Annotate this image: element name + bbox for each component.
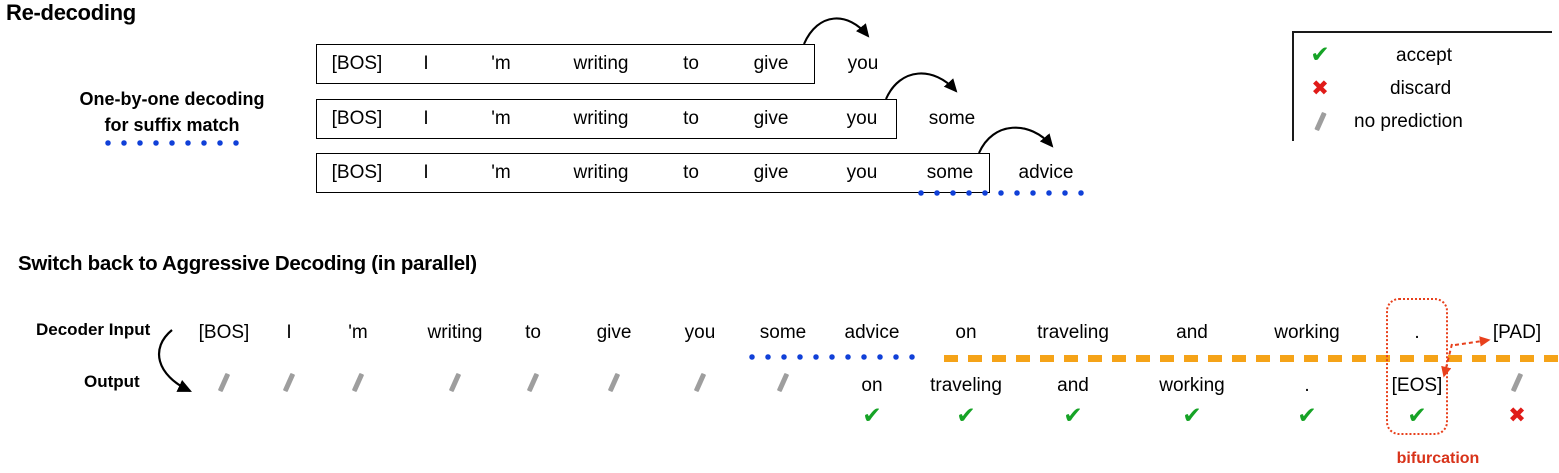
decoder-input-token: [BOS] xyxy=(198,322,250,343)
row-label-output: Output xyxy=(84,372,140,391)
caption-line-1: One-by-one decoding xyxy=(79,89,265,109)
cross-icon: ✖ xyxy=(1311,76,1329,100)
legend-label: accept xyxy=(1396,44,1452,66)
decoder-input-token: you xyxy=(684,322,716,343)
decoder-input-token: working xyxy=(1274,322,1340,343)
cross-icon: ✖ xyxy=(1508,403,1526,427)
decoder-input-token: advice xyxy=(844,322,900,343)
output-no-prediction xyxy=(693,372,707,400)
decoder-input-token: traveling xyxy=(1037,322,1109,343)
token: I xyxy=(423,53,429,74)
curved-arrow-input-to-output xyxy=(157,329,192,392)
output-no-prediction xyxy=(448,372,462,400)
section-title-switch-back: Switch back to Aggressive Decoding (in p… xyxy=(18,252,477,275)
token: [BOS] xyxy=(331,108,383,129)
sequence-box xyxy=(316,99,897,139)
token: give xyxy=(753,162,789,183)
token: writing xyxy=(573,53,629,74)
check-icon: ✔ xyxy=(1063,403,1083,429)
output-token: . xyxy=(1304,375,1310,396)
check-icon: ✔ xyxy=(862,403,882,429)
curved-arrow-row-2 xyxy=(885,72,958,100)
decoder-input-token: 'm xyxy=(348,322,368,343)
legend-item-no-prediction: no prediction xyxy=(1294,105,1552,138)
token: 'm xyxy=(491,162,511,183)
token-predicted: some xyxy=(928,108,976,129)
check-icon: ✔ xyxy=(1310,42,1330,68)
blue-dotted-underline-suffix xyxy=(913,190,1085,196)
decoder-input-token: writing xyxy=(427,322,483,343)
bifurcation-arrow-right xyxy=(1454,336,1491,347)
decoder-input-token: on xyxy=(955,322,977,343)
check-icon: ✔ xyxy=(1407,403,1427,429)
token-predicted: you xyxy=(847,53,879,74)
token: writing xyxy=(573,108,629,129)
token: 'm xyxy=(491,108,511,129)
token: some xyxy=(926,162,974,183)
token: to xyxy=(683,162,699,183)
check-icon: ✔ xyxy=(1182,403,1202,429)
token: I xyxy=(423,162,429,183)
bifurcation-label: bifurcation xyxy=(1396,450,1480,467)
decoder-input-token: give xyxy=(596,322,632,343)
slash-icon xyxy=(1294,111,1346,132)
decoder-input-token: . xyxy=(1414,322,1420,343)
output-token: traveling xyxy=(930,375,1002,396)
legend-item-accept: ✔ accept xyxy=(1294,39,1552,72)
decoder-input-token: to xyxy=(525,322,541,343)
sequence-box xyxy=(316,44,815,84)
legend-item-discard: ✖ discard xyxy=(1294,72,1552,105)
token: you xyxy=(846,162,878,183)
output-token: [EOS] xyxy=(1391,375,1443,396)
check-icon: ✔ xyxy=(1297,403,1317,429)
token: [BOS] xyxy=(331,162,383,183)
page-title: Re-decoding xyxy=(6,0,136,25)
decoder-input-token: some xyxy=(759,322,807,343)
token: you xyxy=(846,108,878,129)
output-no-prediction xyxy=(526,372,540,400)
token: [BOS] xyxy=(331,53,383,74)
token: writing xyxy=(573,162,629,183)
output-no-prediction xyxy=(217,372,231,400)
token: to xyxy=(683,108,699,129)
output-no-prediction xyxy=(351,372,365,400)
decoder-input-token: I xyxy=(286,322,292,343)
output-no-prediction xyxy=(776,372,790,400)
orange-dashed-boundary xyxy=(944,355,1559,362)
decoder-input-token: [PAD] xyxy=(1492,322,1542,343)
blue-dotted-underline xyxy=(100,140,246,146)
sequence-box xyxy=(316,153,990,193)
bifurcation-highlight-box xyxy=(1386,298,1448,435)
blue-dotted-suffix-marker xyxy=(744,354,916,360)
output-token: working xyxy=(1159,375,1225,396)
output-token: on xyxy=(861,375,883,396)
legend-label: no prediction xyxy=(1354,110,1463,132)
legend-panel: ✔ accept ✖ discard no prediction xyxy=(1292,31,1552,141)
token-predicted: advice xyxy=(1018,162,1074,183)
output-no-prediction xyxy=(1510,372,1524,400)
token: give xyxy=(753,53,789,74)
caption-line-2: for suffix match xyxy=(104,115,240,135)
one-by-one-decoding-caption: One-by-one decoding for suffix match xyxy=(52,86,292,138)
output-no-prediction xyxy=(607,372,621,400)
token: 'm xyxy=(491,53,511,74)
curved-arrow-row-3 xyxy=(978,126,1054,154)
token: I xyxy=(423,108,429,129)
output-no-prediction xyxy=(282,372,296,400)
check-icon: ✔ xyxy=(956,403,976,429)
row-label-decoder-input: Decoder Input xyxy=(36,320,151,339)
decoder-input-token: and xyxy=(1176,322,1208,343)
token: give xyxy=(753,108,789,129)
token: to xyxy=(683,53,699,74)
legend-label: discard xyxy=(1390,77,1452,99)
output-token: and xyxy=(1057,375,1089,396)
curved-arrow-row-1 xyxy=(803,17,870,45)
